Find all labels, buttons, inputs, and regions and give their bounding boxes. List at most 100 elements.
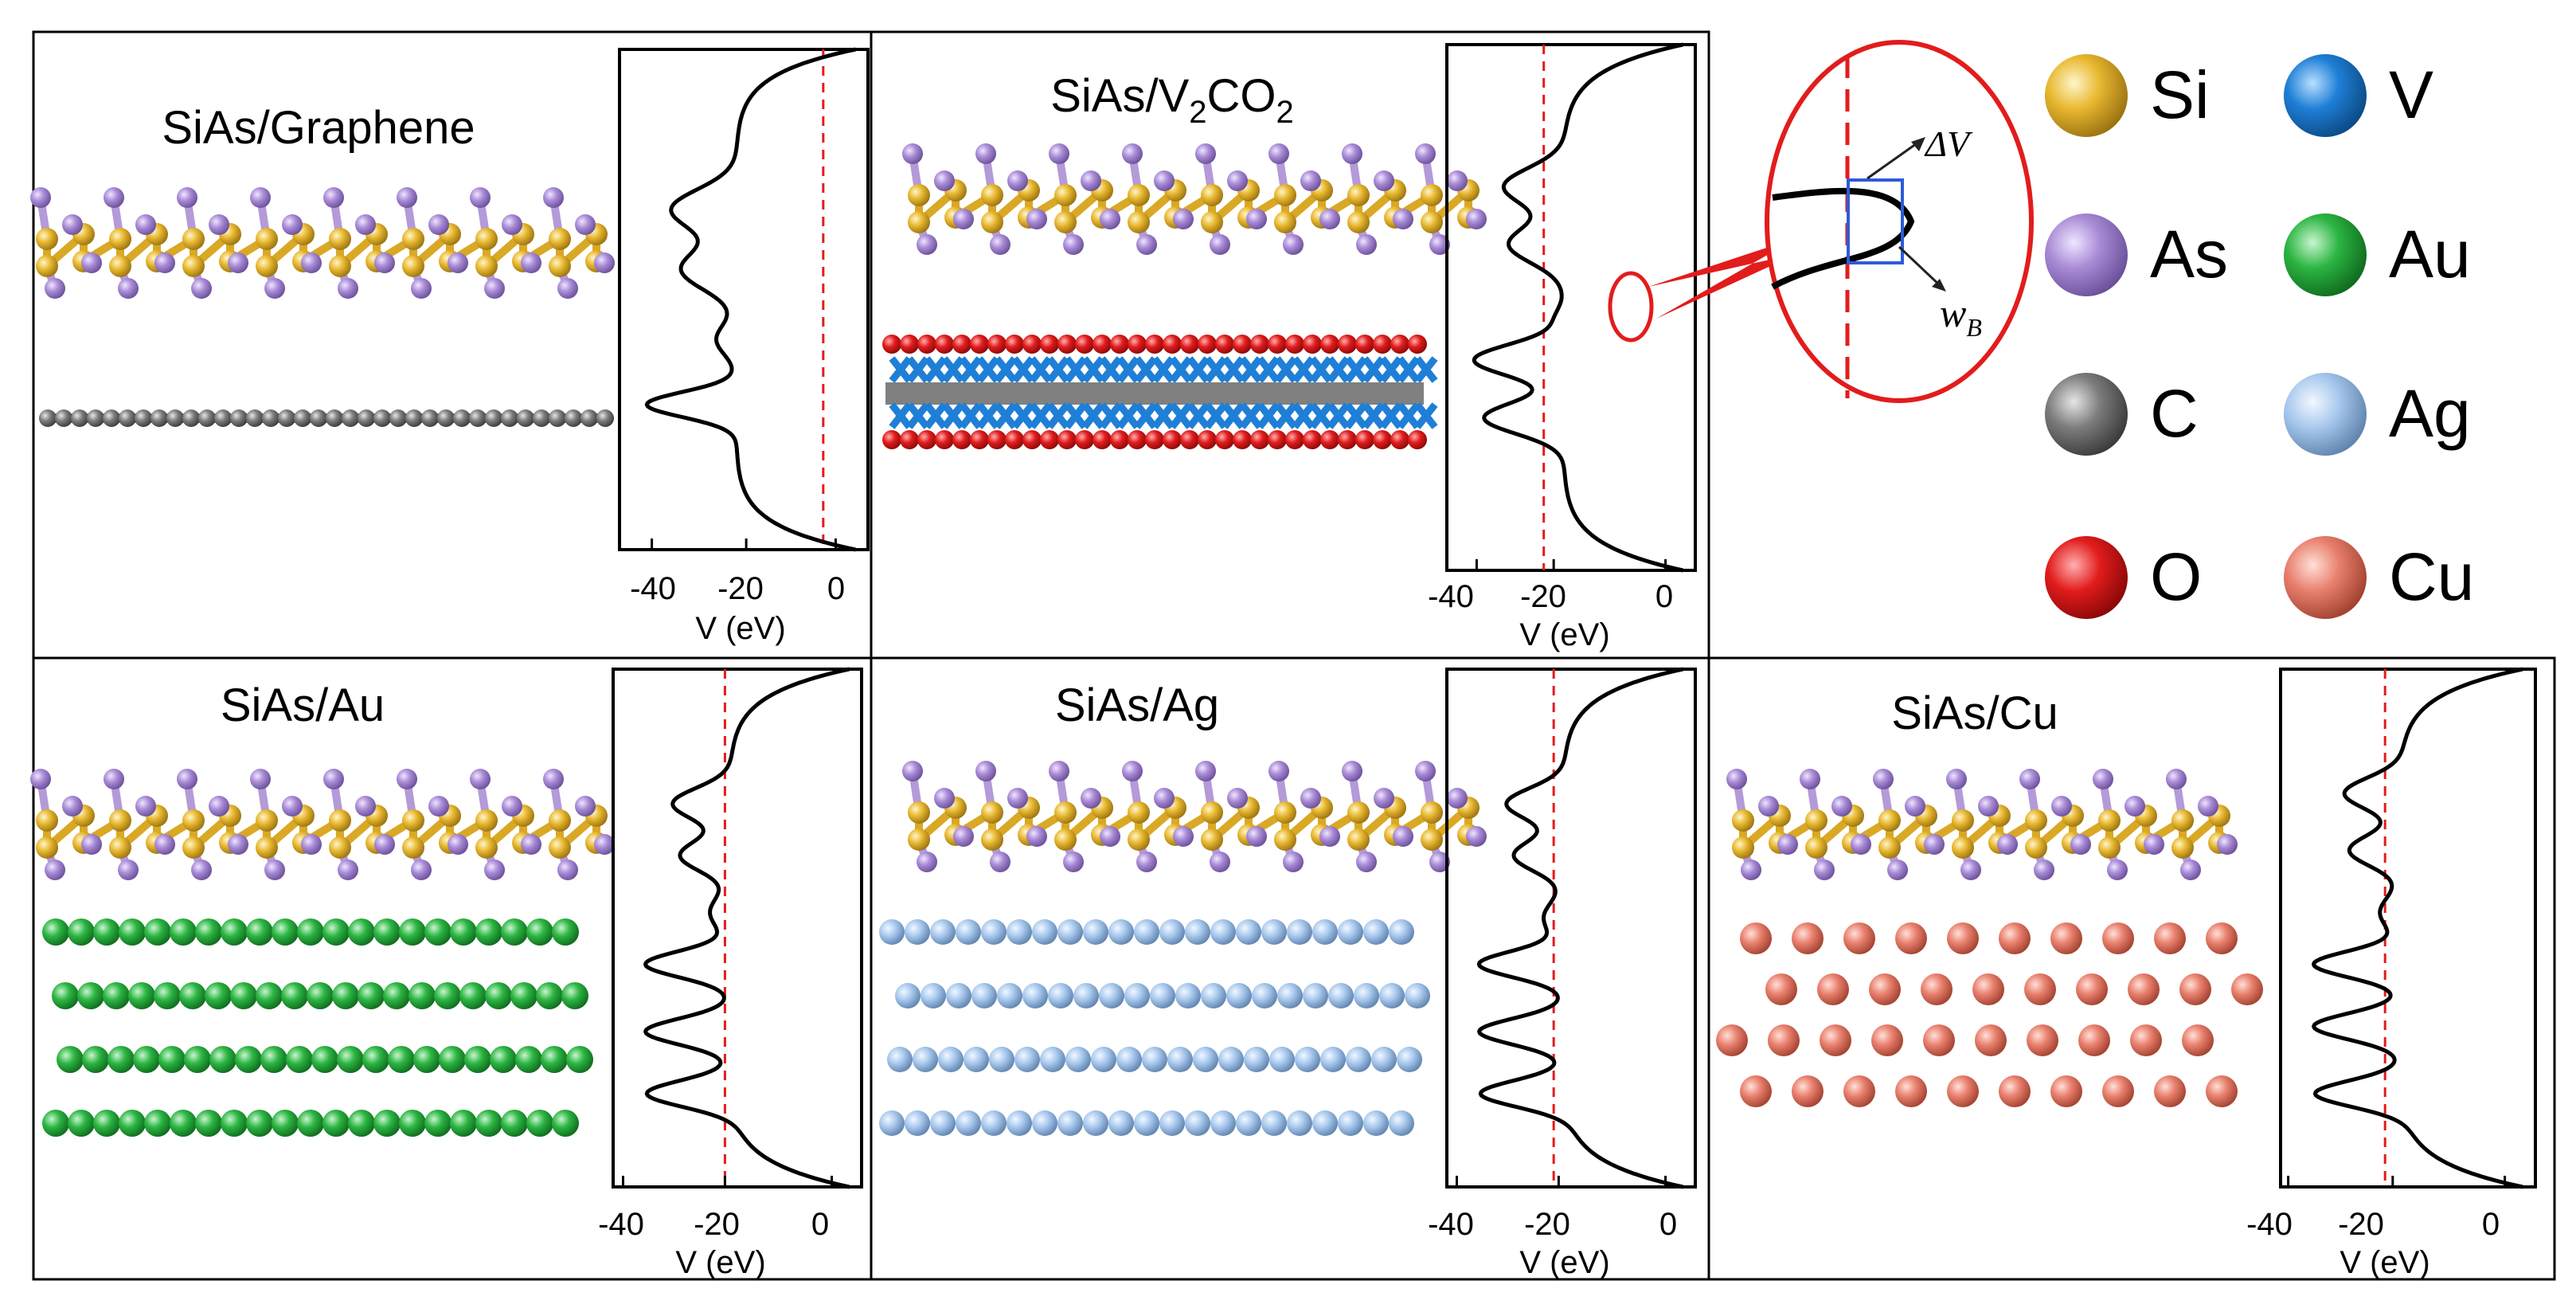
cu-atom	[2102, 1075, 2134, 1107]
o-atom	[1233, 335, 1252, 354]
v-bond	[1292, 402, 1315, 429]
as-atom	[1195, 143, 1216, 164]
as-atom	[502, 796, 522, 817]
as-atom	[397, 769, 417, 789]
au-atom	[337, 1046, 364, 1073]
as-atom	[411, 860, 432, 880]
as-atom	[2051, 796, 2072, 817]
as-atom	[953, 826, 974, 847]
cu-atom	[2182, 1024, 2214, 1056]
si-atom	[1201, 211, 1223, 233]
o-atom	[1320, 430, 1339, 449]
au-atom	[311, 1046, 338, 1073]
v-bond	[1046, 356, 1070, 383]
ag-atom	[1252, 983, 1277, 1008]
au-atom	[362, 1046, 389, 1073]
legend-swatch	[2284, 213, 2367, 296]
c-atom	[533, 409, 550, 427]
c-atom	[549, 409, 566, 427]
as-atom	[1356, 852, 1377, 872]
as-atom	[1429, 234, 1450, 255]
v-bond	[1222, 402, 1245, 429]
si-atom	[1128, 801, 1150, 824]
si-atom	[1054, 211, 1077, 233]
v-bond	[1029, 402, 1053, 429]
v-bond	[1046, 402, 1070, 429]
au-atom	[170, 1110, 197, 1137]
si-atom	[402, 836, 424, 859]
ag-atom	[1091, 1047, 1116, 1072]
o-atom	[1320, 335, 1339, 354]
cu-atom	[1792, 922, 1824, 954]
structure-v2co2	[882, 143, 1487, 449]
c-atom	[103, 409, 120, 427]
potential-plot-au	[612, 667, 863, 1189]
cu-atom	[2154, 1075, 2186, 1107]
potential-curve	[1476, 667, 1683, 1189]
as-atom	[1393, 826, 1413, 847]
si-atom	[981, 211, 1003, 233]
o-atom	[900, 430, 919, 449]
o-atom	[1198, 430, 1217, 449]
o-atom	[1408, 430, 1427, 449]
cu-atom	[2076, 973, 2108, 1005]
as-atom	[2217, 834, 2238, 855]
as-atom	[1026, 826, 1047, 847]
si-atom	[182, 836, 205, 859]
v-bond	[1116, 402, 1140, 429]
as-atom	[1268, 143, 1289, 164]
ag-atom	[997, 983, 1022, 1008]
legend-item-si: Si	[2045, 54, 2210, 137]
au-atom	[515, 1046, 542, 1073]
structure-ag	[879, 761, 1487, 1136]
as-atom	[135, 796, 156, 817]
si-atom	[1952, 809, 1974, 832]
si-atom	[1128, 828, 1150, 851]
v-bond	[1362, 356, 1386, 383]
o-atom	[1250, 430, 1269, 449]
au-atom	[93, 1110, 120, 1137]
ag-atom	[1338, 919, 1363, 945]
as-atom	[484, 278, 505, 299]
ag-atom	[879, 919, 905, 945]
c-atom	[71, 409, 88, 427]
potential-curve	[643, 667, 850, 1189]
v-bond	[1257, 356, 1280, 383]
ag-atom	[1389, 1110, 1414, 1136]
tick-label: 0	[811, 1207, 829, 1242]
as-atom	[191, 278, 212, 299]
au-atom	[170, 918, 197, 946]
c-layer	[885, 382, 1424, 405]
au-atom	[439, 1046, 466, 1073]
ag-atom	[938, 1047, 964, 1072]
as-atom	[594, 834, 615, 855]
o-atom	[1250, 335, 1269, 354]
as-atom	[428, 796, 449, 817]
tick-label: -20	[694, 1207, 740, 1242]
ag-atom	[1057, 1110, 1083, 1136]
ag-atom	[981, 919, 1007, 945]
si-atom	[549, 228, 571, 250]
au-atom	[399, 918, 426, 946]
si-atom	[475, 809, 498, 832]
as-atom	[2180, 860, 2201, 880]
v-bond	[1064, 356, 1088, 383]
ag-atom	[1371, 1047, 1397, 1072]
cu-atom	[1820, 1024, 1851, 1056]
au-atom	[246, 918, 273, 946]
ag-atom	[930, 919, 956, 945]
v-bond	[1204, 356, 1228, 383]
structure-au	[30, 769, 615, 1137]
c-atom	[373, 409, 391, 427]
ag-atom	[921, 983, 946, 1008]
ag-atom	[1108, 1110, 1134, 1136]
ag-atom	[1048, 983, 1073, 1008]
x-axis-label: V (eV)	[675, 1245, 765, 1280]
as-atom	[1924, 834, 1945, 855]
o-atom	[1093, 335, 1112, 354]
au-atom	[230, 982, 257, 1009]
ag-atom	[1007, 919, 1032, 945]
o-atom	[1022, 430, 1042, 449]
si-atom	[908, 211, 930, 233]
